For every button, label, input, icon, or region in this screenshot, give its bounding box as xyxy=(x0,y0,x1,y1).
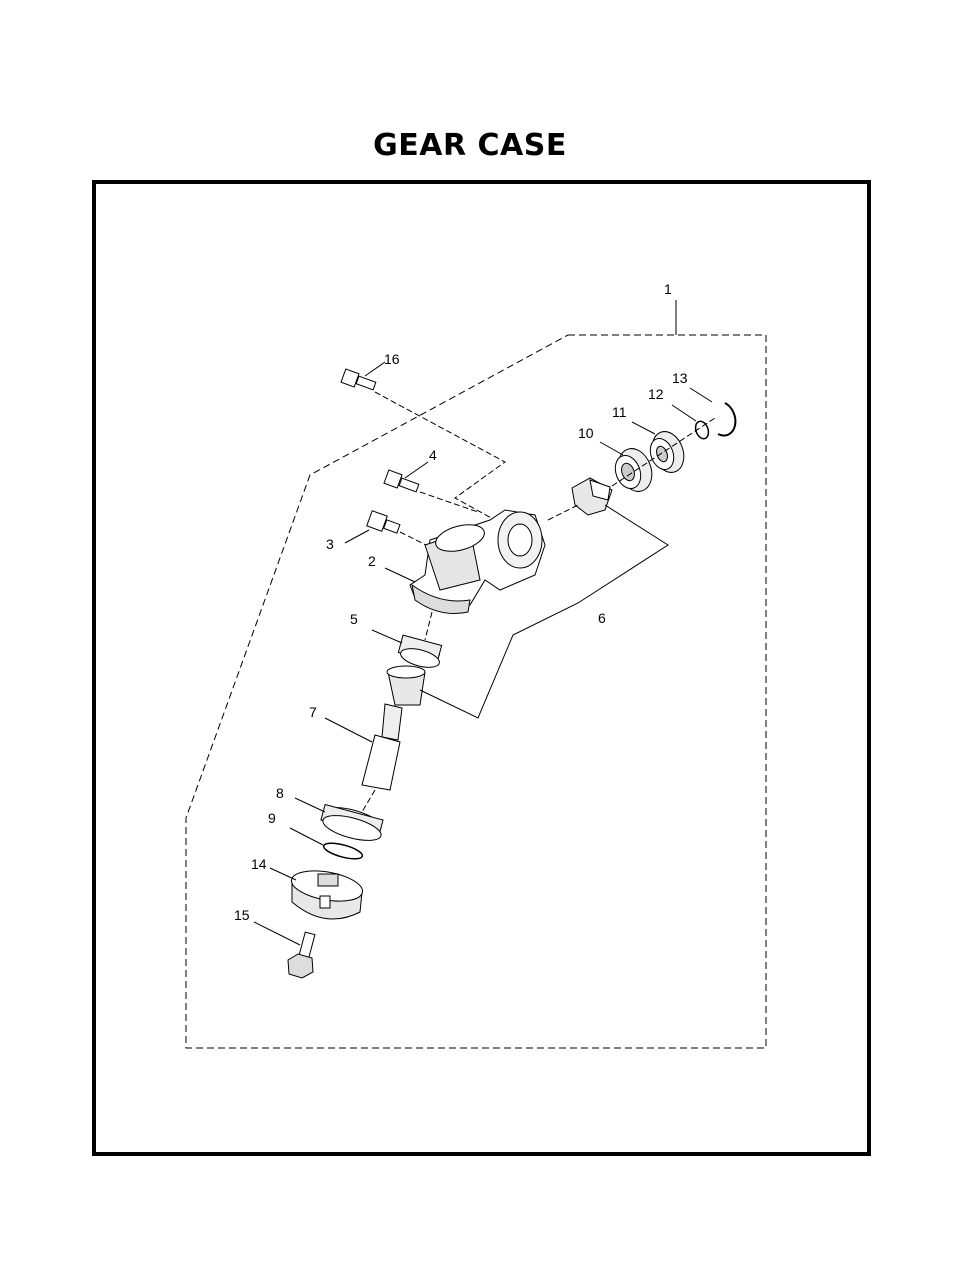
diagram-frame xyxy=(92,180,871,1156)
part-6-bevel-gear xyxy=(386,665,426,706)
part-label-14: 14 xyxy=(251,856,267,872)
dash-axis-4 xyxy=(419,491,479,513)
part-15-bolt xyxy=(287,931,316,979)
leader-line-12 xyxy=(671,404,697,422)
leader-line-7 xyxy=(324,717,373,743)
part-7-shaft xyxy=(361,703,403,791)
part-13-snap-ring xyxy=(717,402,737,437)
part-label-12: 12 xyxy=(648,386,664,402)
part-label-10: 10 xyxy=(578,425,594,441)
leader-line-8 xyxy=(294,797,326,813)
part-label-11: 11 xyxy=(612,404,627,420)
part-6-bevel-gear-pinion xyxy=(571,477,613,516)
bracket-line-6 xyxy=(419,504,669,719)
part-label-13: 13 xyxy=(672,370,688,386)
part-12-snap-ring xyxy=(694,420,710,440)
part-5-bearing xyxy=(397,634,443,668)
part-label-2: 2 xyxy=(368,553,376,569)
part-label-8: 8 xyxy=(276,785,284,801)
part-8-bearing xyxy=(320,803,384,841)
dash-axis-16 xyxy=(374,391,506,521)
leader-line-10 xyxy=(599,441,624,456)
part-16-bolt xyxy=(340,368,377,391)
part-label-5: 5 xyxy=(350,611,358,627)
part-label-3: 3 xyxy=(326,536,334,552)
part-label-16: 16 xyxy=(384,351,400,367)
part-label-15: 15 xyxy=(234,907,250,923)
part-14-holder xyxy=(290,870,364,920)
leader-line-13 xyxy=(689,387,713,403)
dash-axis-5 xyxy=(424,611,433,641)
part-10-bearing xyxy=(614,448,653,492)
part-9-snap-ring xyxy=(322,842,364,860)
part-3-bolt xyxy=(366,510,401,534)
leader-line-3 xyxy=(344,529,370,544)
page-title: GEAR CASE xyxy=(373,128,567,163)
leader-line-14 xyxy=(269,867,297,881)
dash-axis-3 xyxy=(399,531,429,547)
leader-line-4 xyxy=(404,461,429,479)
leader-line-2 xyxy=(384,567,416,583)
part-label-1: 1 xyxy=(664,281,672,297)
part-2-gear-case xyxy=(409,509,546,614)
part-label-4: 4 xyxy=(429,447,437,463)
leader-line-5 xyxy=(371,629,403,644)
part-11-bearing xyxy=(649,431,685,473)
part-4-bolt xyxy=(383,469,420,493)
leader-line-15 xyxy=(253,921,301,946)
leader-line-11 xyxy=(631,421,656,435)
dash-axis-6 xyxy=(547,504,579,521)
leader-line-9 xyxy=(289,827,324,846)
dash-axis-10-13 xyxy=(611,417,716,487)
dash-axis-7 xyxy=(361,789,376,813)
part-label-7: 7 xyxy=(309,704,317,720)
part-label-6: 6 xyxy=(598,610,606,626)
leader-line-16 xyxy=(364,361,386,377)
assembly-boundary xyxy=(185,334,767,1049)
part-label-9: 9 xyxy=(268,810,276,826)
